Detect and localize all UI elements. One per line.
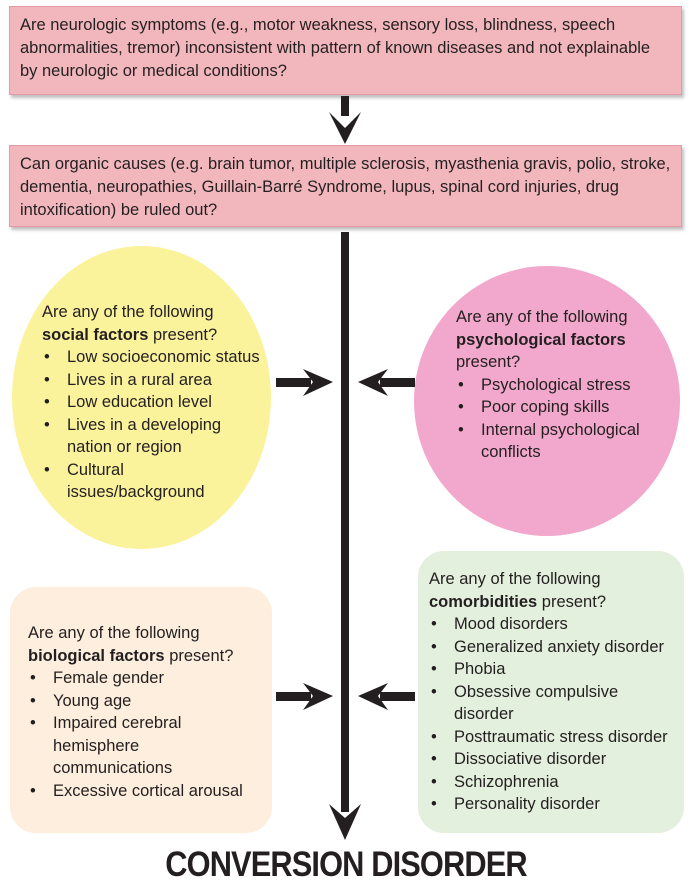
- list-item: Schizophrenia: [429, 771, 684, 794]
- list-item: Low socioeconomic status: [42, 346, 271, 369]
- question1-text: Are neurologic symptoms (e.g., motor wea…: [20, 16, 651, 80]
- psychological-factors-list: Psychological stress Poor coping skills …: [456, 374, 680, 464]
- biological-bold: biological factors: [28, 646, 165, 665]
- comorbidities-lead: Are any of the following: [429, 570, 601, 588]
- list-item: Generalized anxiety disorder: [429, 636, 684, 659]
- comorbidities-list: Mood disorders Generalized anxiety disor…: [429, 613, 684, 816]
- list-item: Psychological stress: [456, 374, 680, 397]
- diagnosis-title: CONVERSION DISORDER: [165, 845, 527, 884]
- social-bold: social factors: [42, 325, 149, 344]
- list-item: Obsessive compulsive disorder: [429, 681, 644, 726]
- social-factors-heading: Are any of the following social factors …: [42, 301, 271, 346]
- arrow-from-psychological: [358, 369, 415, 396]
- list-item: Lives in a developing nation or region: [42, 414, 237, 459]
- psychological-factors-heading: Are any of the following psychological f…: [456, 306, 680, 374]
- question-box-organic-causes: Can organic causes (e.g. brain tumor, mu…: [9, 145, 682, 227]
- list-item: Dissociative disorder: [429, 748, 684, 771]
- comorbidities-bold: comorbidities: [429, 592, 538, 611]
- psychological-factors-ellipse: Are any of the following psychological f…: [414, 266, 680, 536]
- arrow-from-biological: [276, 683, 333, 710]
- comorbidities-tail: present?: [541, 592, 606, 611]
- arrow-from-comorbidities: [358, 683, 415, 710]
- biological-factors-list: Female gender Young age Impaired cerebra…: [28, 667, 272, 802]
- list-item: Impaired cerebral hemisphere communicati…: [28, 712, 203, 780]
- question-box-neurologic-symptoms: Are neurologic symptoms (e.g., motor wea…: [9, 6, 682, 95]
- question2-text: Can organic causes (e.g. brain tumor, mu…: [20, 155, 671, 219]
- comorbidities-box: Are any of the following comorbidities p…: [418, 551, 684, 833]
- biological-lead: Are any of the following: [28, 624, 200, 642]
- biological-factors-heading: Are any of the following biological fact…: [28, 622, 272, 667]
- social-factors-ellipse: Are any of the following social factors …: [12, 246, 271, 549]
- biological-tail: present?: [169, 646, 234, 665]
- list-item: Phobia: [429, 658, 684, 681]
- list-item: Posttraumatic stress disorder: [429, 726, 684, 749]
- psychological-tail: present?: [456, 353, 521, 371]
- list-item: Excessive cortical arousal: [28, 780, 272, 803]
- social-factors-list: Low socioeconomic status Lives in a rura…: [42, 346, 271, 504]
- arrow-from-social: [276, 369, 333, 396]
- list-item: Low education level: [42, 391, 271, 414]
- list-item: Internal psychological conflicts: [456, 419, 661, 464]
- comorbidities-heading: Are any of the following comorbidities p…: [429, 568, 684, 613]
- list-item: Female gender: [28, 667, 272, 690]
- list-item: Mood disorders: [429, 613, 684, 636]
- social-lead: Are any of the following: [42, 303, 214, 321]
- list-item: Personality disorder: [429, 793, 684, 816]
- list-item: Poor coping skills: [456, 396, 680, 419]
- list-item: Lives in a rural area: [42, 369, 271, 392]
- down-arrow-q1-q2: [329, 96, 361, 144]
- psychological-lead: Are any of the following: [456, 308, 628, 326]
- list-item: Young age: [28, 690, 272, 713]
- main-down-arrow: [329, 232, 361, 840]
- list-item: Cultural issues/background: [42, 459, 217, 504]
- psychological-bold: psychological factors: [456, 330, 626, 349]
- biological-factors-box: Are any of the following biological fact…: [10, 587, 272, 833]
- social-tail: present?: [152, 325, 218, 344]
